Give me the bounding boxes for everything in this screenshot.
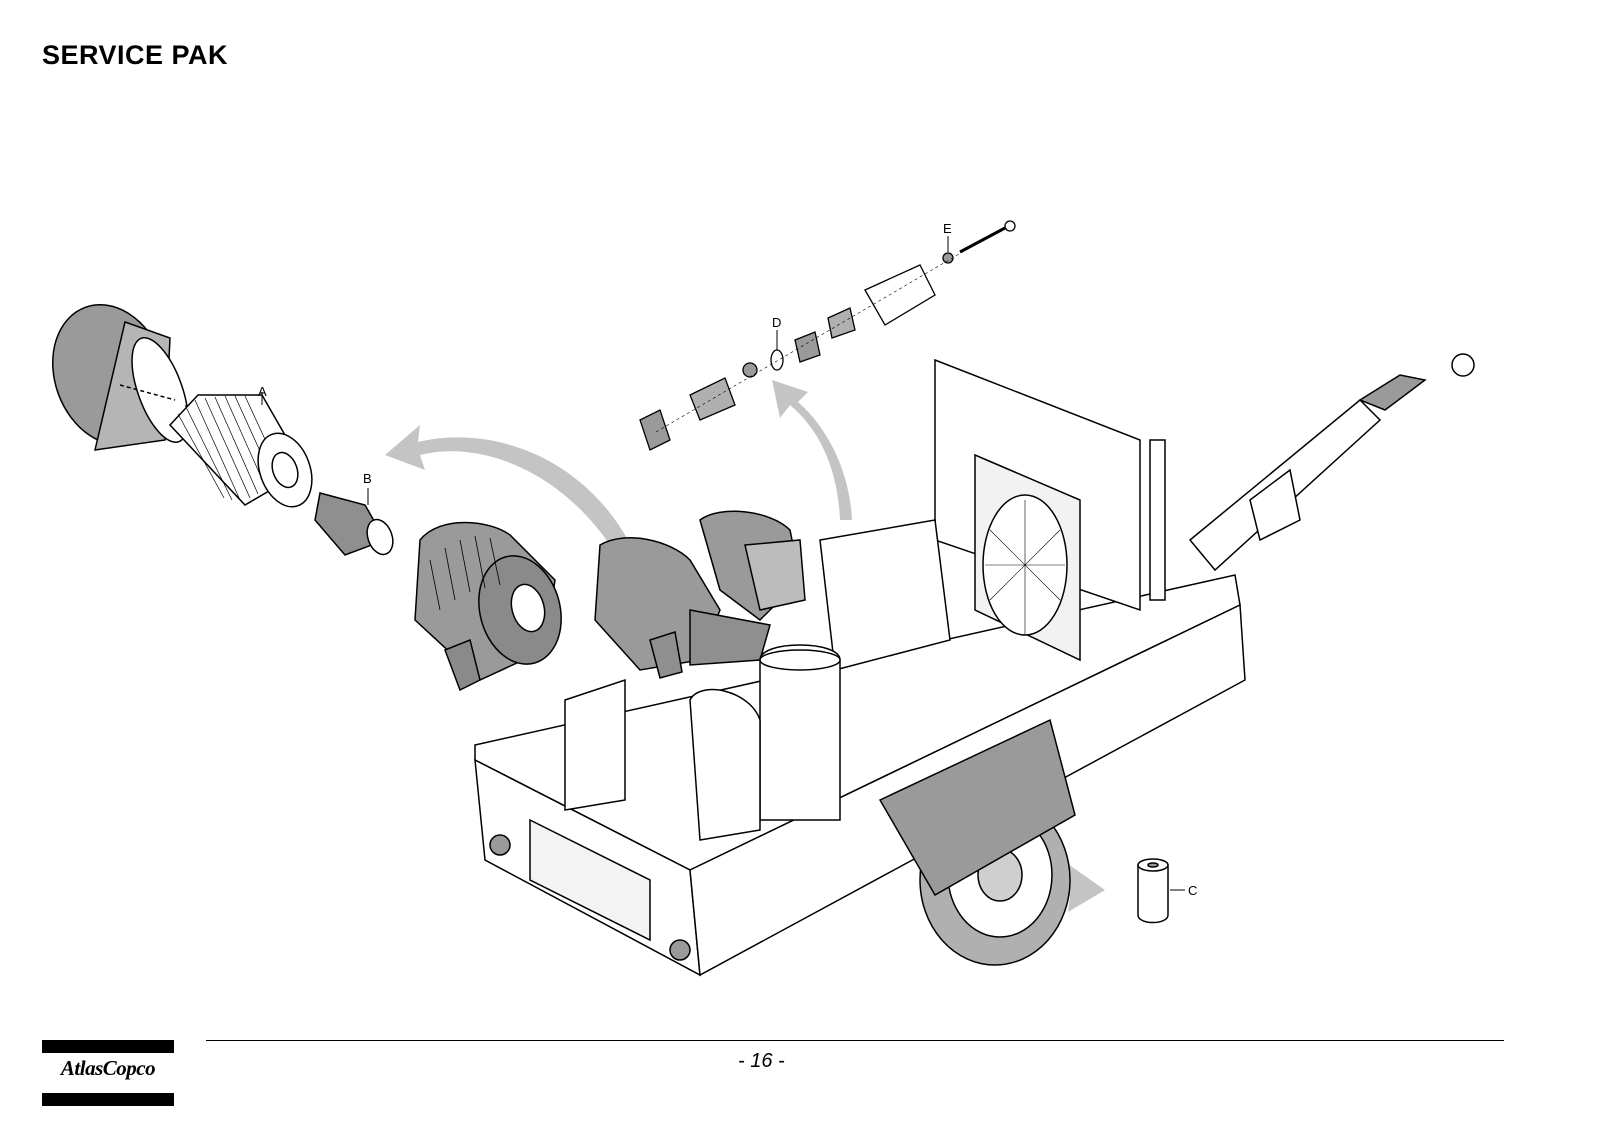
logo-bar-top [42,1040,174,1053]
callout-c: C [1170,883,1197,898]
callout-label-d: D [772,315,781,330]
logo-bar-bottom [42,1093,174,1106]
callout-label-a: A [258,384,267,399]
callout-label-c: C [1188,883,1197,898]
arrow-to-oil-filter [895,740,1105,912]
atlas-copco-logo: AtlasCopco [42,1040,174,1106]
air-filter-housing [414,521,562,692]
callout-a: A [258,384,267,399]
footer-rule [206,1040,1504,1041]
callout-b: B [363,471,372,486]
tow-bar [1188,353,1475,572]
callout-label-e: E [943,221,952,236]
logo-wordmark: AtlasCopco [60,1056,156,1080]
page-title: SERVICE PAK [42,40,229,70]
wheel-assembly [878,718,1076,966]
valve-exploded-parts [639,220,1016,451]
callout-e: E [943,221,952,252]
engine-assembly [689,358,1166,841]
filter-element-b [314,488,394,556]
installed-air-filter [594,510,806,679]
arrow-to-valve [772,380,852,520]
air-filter-cover [52,304,189,451]
arrow-to-air-filter [385,425,628,548]
page-number: - 16 - [738,1050,785,1072]
callout-label-b: B [363,471,372,486]
oil-filter-c [1137,858,1169,924]
filter-element-a [168,392,313,508]
callout-d: D [772,315,781,350]
